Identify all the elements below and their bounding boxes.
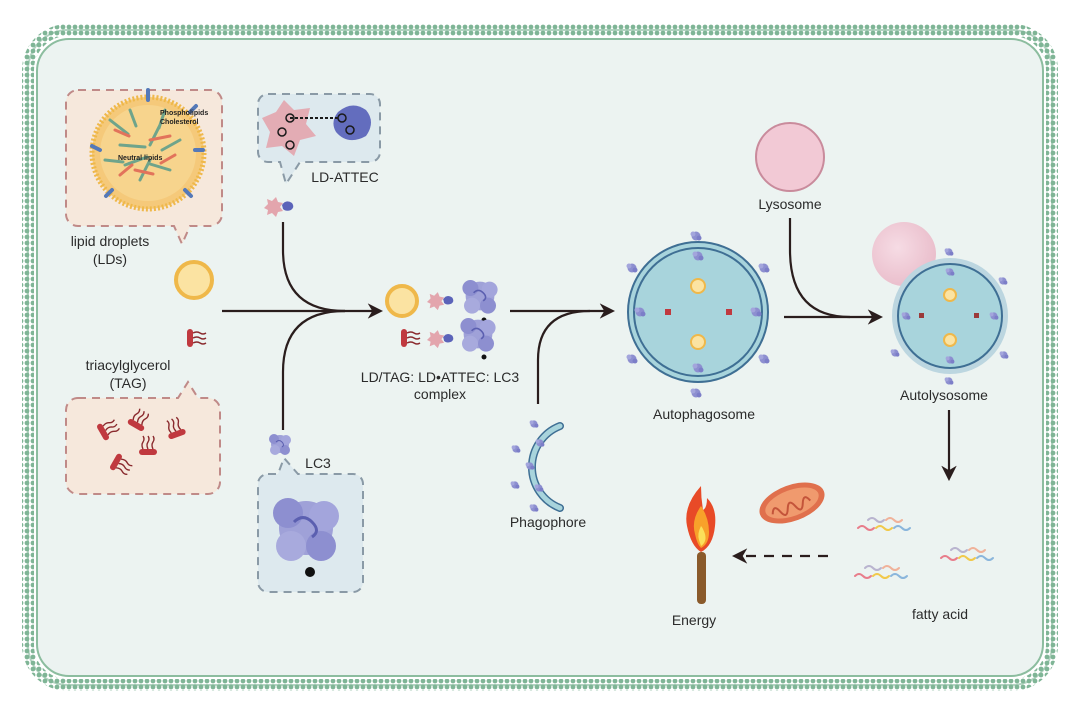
fatty-acid-icons	[854, 517, 994, 579]
lipid-droplet-icon	[174, 260, 214, 300]
phospholipids-label: Phospholipids	[160, 110, 208, 117]
lysosome-label: Lysosome	[758, 196, 822, 212]
mitochondrion-icon	[759, 482, 825, 524]
lc3-small-icon	[268, 433, 292, 456]
lds-label: (LDs)	[93, 251, 127, 267]
energy-torch-icon	[686, 486, 716, 604]
tag-abbrev-label: (TAG)	[109, 375, 146, 391]
autolysosome-label: Autolysosome	[900, 387, 988, 403]
fatty-acid-label: fatty acid	[912, 606, 968, 622]
merge-arrows	[222, 222, 384, 430]
ld-attec-molecule-icon	[262, 100, 371, 156]
lipid-droplet-bubble: Phospholipids Cholesterol Neutral lipids	[65, 88, 223, 247]
lysosome-icon	[755, 122, 825, 192]
lipid-droplets-label: lipid droplets	[71, 233, 150, 249]
phagophore-label: Phagophore	[510, 514, 587, 530]
autophagosome-label: Autophagosome	[653, 406, 755, 422]
arrow-to-autophagosome	[510, 303, 616, 404]
tag-bubble	[65, 380, 221, 495]
lipid-droplet-detail-icon	[89, 88, 207, 212]
lc3-bubble	[257, 456, 364, 593]
neutral-lipids-label: Neutral lipids	[118, 155, 162, 162]
cholesterol-label: Cholesterol	[160, 119, 199, 126]
phagophore-icon	[510, 420, 564, 512]
tag-label: triacylglycerol	[86, 357, 171, 373]
autolysosome-icon	[872, 222, 1009, 385]
autophagosome-icon	[626, 231, 770, 398]
energy-label: Energy	[672, 612, 716, 628]
complex-sublabel: complex	[414, 386, 466, 402]
ld-attec-bubble	[257, 93, 381, 187]
complex-label: LD/TAG: LD•ATTEC: LC3	[361, 369, 520, 385]
lc3-label: LC3	[305, 455, 331, 471]
ld-attec-lc3-complex	[385, 279, 499, 360]
lc3-protein-icon	[271, 496, 341, 563]
ld-attec-label: LD-ATTEC	[311, 169, 378, 185]
arrow-to-autolysosome	[784, 218, 884, 325]
